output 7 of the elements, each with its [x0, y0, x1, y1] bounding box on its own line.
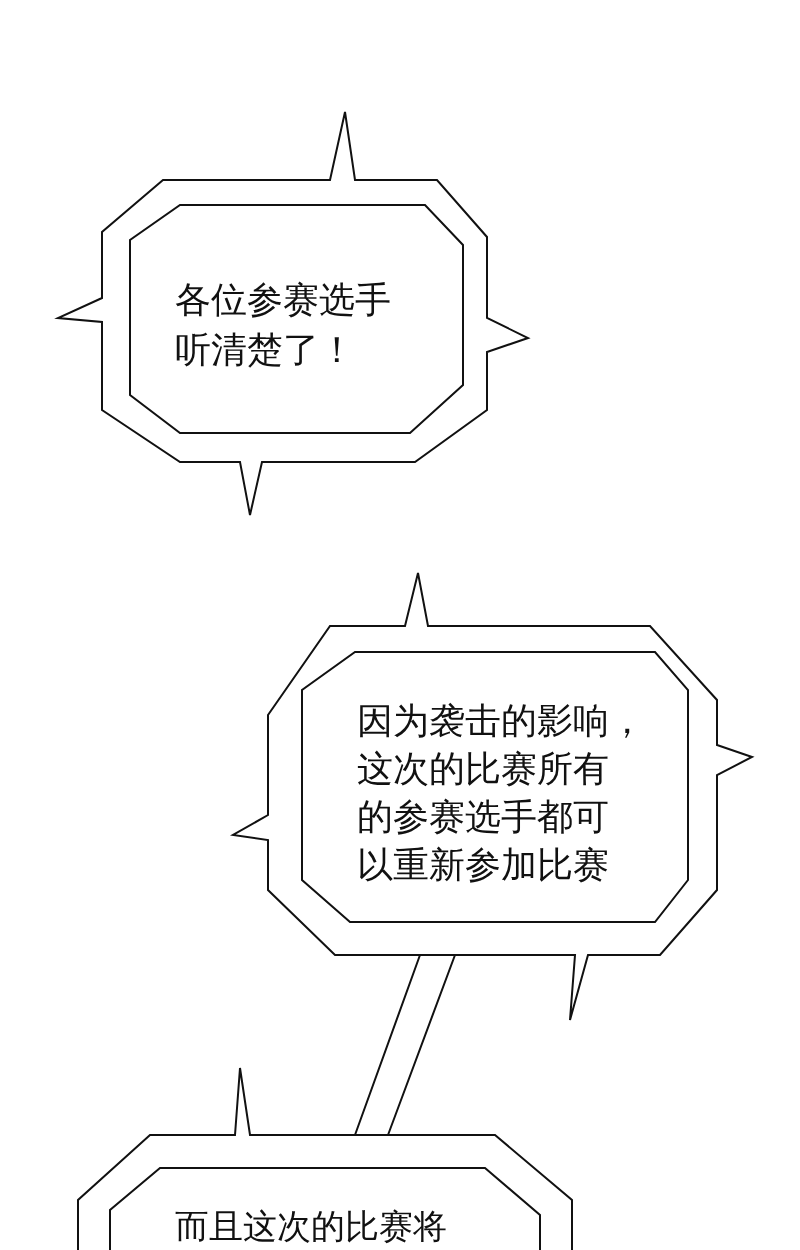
speech-text: 而且这次的比赛将: [175, 1206, 447, 1246]
speech-bubble: [55, 110, 531, 518]
speech-text: 因为袭击的影响，这次的比赛所有的参赛选手都可以重新参加比赛: [357, 699, 645, 887]
speech-bubble: [75, 1066, 575, 1250]
bubble-connector: [354, 954, 456, 1136]
speech-text: 各位参赛选手听清楚了！: [175, 278, 391, 372]
speech-bubble: [230, 570, 756, 1022]
